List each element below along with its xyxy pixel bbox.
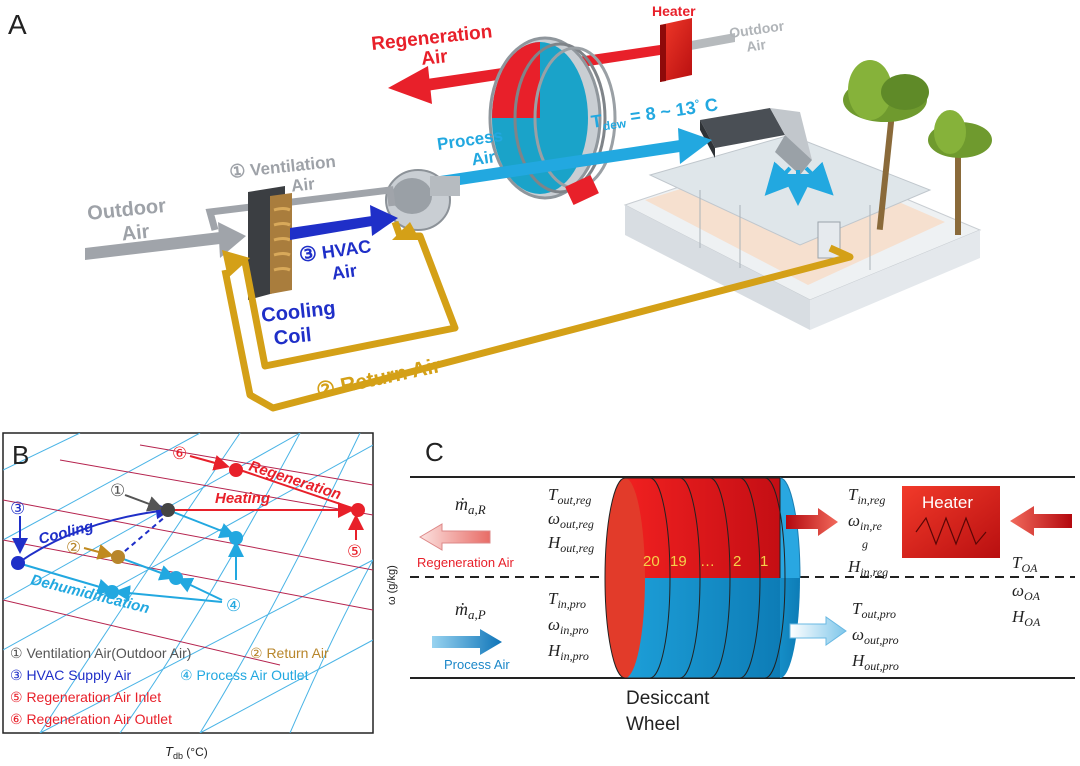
svg-text:Tout,pro: Tout,pro	[852, 599, 896, 621]
panel-c: C 20 19	[410, 437, 1075, 735]
supply-air-arrows	[764, 161, 834, 206]
desiccant-wheel-cylinder	[604, 477, 801, 679]
outdoor-air-top-label: Outdoor Air	[728, 17, 791, 57]
heater-box	[902, 486, 1000, 558]
svg-text:HOA: HOA	[1011, 607, 1041, 629]
state-point-1	[161, 503, 175, 517]
regen-outlet-variables: Tout,reg ωout,reg Hout,reg	[547, 485, 594, 555]
cooling-coil	[248, 186, 292, 300]
y-axis-label: ω (g/kg)	[386, 565, 398, 605]
palm-trees	[843, 60, 992, 235]
return-air-arrowhead-left	[222, 250, 250, 278]
state-point-3	[11, 556, 25, 570]
process-air-label-c: Process Air	[444, 657, 510, 672]
process-air-in-arrow	[432, 629, 502, 655]
panel-b: B	[2, 432, 398, 761]
svg-text:TOA: TOA	[1012, 553, 1038, 575]
tdew-label: Tdew = 8 ~ 13° C	[590, 94, 720, 135]
process-outlet-point-c	[105, 585, 119, 599]
panel-b-legend: ① Ventilation Air(Outdoor Air) ② Return …	[10, 645, 329, 727]
point-label-4: ④	[226, 596, 241, 615]
segment-ellipsis: …	[700, 553, 715, 570]
regeneration-air-label: Regeneration Air	[370, 21, 500, 75]
segment-20: 20	[643, 553, 660, 570]
wheel-segment-labels: 20 19 … 2 1	[643, 553, 768, 570]
desiccant-wheel-label: Desiccant Wheel	[626, 688, 715, 735]
outdoor-air-duct-top	[680, 33, 735, 52]
panel-a: A	[8, 3, 992, 412]
point-label-1: ①	[110, 481, 125, 500]
svg-text:ωin,pro: ωin,pro	[548, 615, 589, 637]
segment-19: 19	[670, 553, 687, 570]
cooling-coil-label: Cooling Coil	[260, 297, 344, 351]
process-lines	[12, 455, 364, 603]
svg-text:ωOA: ωOA	[1012, 581, 1041, 603]
svg-text:ωout,pro: ωout,pro	[852, 625, 899, 647]
state-point-2	[111, 550, 125, 564]
svg-text:Hin,pro: Hin,pro	[547, 641, 589, 663]
segment-1: 1	[760, 553, 768, 570]
state-point-6	[229, 463, 243, 477]
legend-regeneration-air-outlet: ⑥ Regeneration Air Outlet	[10, 711, 172, 727]
process-outlet-point-a	[229, 531, 243, 545]
point-label-2: ②	[66, 538, 81, 557]
hvac-air-label: ③ HVAC Air	[298, 234, 381, 287]
svg-text:Hout,pro: Hout,pro	[851, 651, 899, 673]
point-label-6: ⑥	[172, 444, 187, 463]
svg-text:Tin,pro: Tin,pro	[548, 589, 586, 611]
segment-2: 2	[733, 553, 741, 570]
mdot-regeneration: ṁa,R	[455, 494, 486, 517]
heater-label: Heater	[652, 3, 696, 19]
outdoor-air-variables: TOA ωOA HOA	[1011, 553, 1041, 629]
svg-text:Tin,reg: Tin,reg	[848, 485, 885, 507]
fan-blower	[385, 169, 460, 231]
point-label-5: ⑤	[347, 542, 362, 561]
outdoor-air-in-arrow	[1010, 506, 1072, 536]
return-air-label: ② Return Air	[314, 354, 443, 403]
process-air-out-arrow	[789, 616, 847, 646]
state-point-5	[351, 503, 365, 517]
process-outlet-variables: Tout,pro ωout,pro Hout,pro	[851, 599, 899, 673]
panel-b-label: B	[12, 440, 29, 470]
panel-a-label: A	[8, 9, 27, 40]
mdot-process: ṁa,P	[455, 599, 486, 622]
outdoor-air-inlet-arrow	[85, 222, 246, 260]
svg-text:Tout,reg: Tout,reg	[548, 485, 591, 507]
state-points	[11, 463, 365, 599]
legend-hvac-supply-air: ③ HVAC Supply Air	[10, 667, 132, 683]
regeneration-air-label-c: Regeneration Air	[417, 555, 515, 570]
process-outlet-point-b	[169, 571, 183, 585]
heater-box-label: Heater	[922, 493, 973, 512]
heater-block	[660, 18, 692, 82]
regen-inlet-variables: Tin,reg ωin,re g Hin,reg	[847, 485, 888, 579]
ventilation-duct	[205, 186, 396, 231]
panel-c-label: C	[425, 437, 444, 467]
legend-regeneration-air-inlet: ⑤ Regeneration Air Inlet	[10, 689, 161, 705]
process-inlet-variables: Tin,pro ωin,pro Hin,pro	[547, 589, 589, 663]
svg-text:Hin,reg: Hin,reg	[847, 557, 888, 579]
point-label-3: ③	[10, 499, 25, 518]
x-axis-label: Tdb (°C)	[165, 744, 208, 761]
hvac-air-arrow	[290, 205, 398, 240]
legend-ventilation-air: ① Ventilation Air(Outdoor Air)	[10, 645, 191, 661]
heating-process-label: Heating	[215, 490, 270, 507]
regeneration-air-out-arrow	[419, 523, 491, 551]
svg-text:ωin,re: ωin,re	[848, 511, 883, 533]
legend-return-air: ② Return Air	[250, 645, 329, 661]
regeneration-air-in-arrow	[786, 508, 838, 536]
legend-process-air-outlet: ④ Process Air Outlet	[180, 667, 309, 683]
svg-text:Hout,reg: Hout,reg	[547, 533, 594, 555]
return-air-arrowhead-right	[392, 222, 420, 240]
svg-text:ωout,reg: ωout,reg	[548, 509, 594, 531]
svg-text:g: g	[862, 537, 868, 551]
process-air-arrow	[440, 128, 712, 188]
